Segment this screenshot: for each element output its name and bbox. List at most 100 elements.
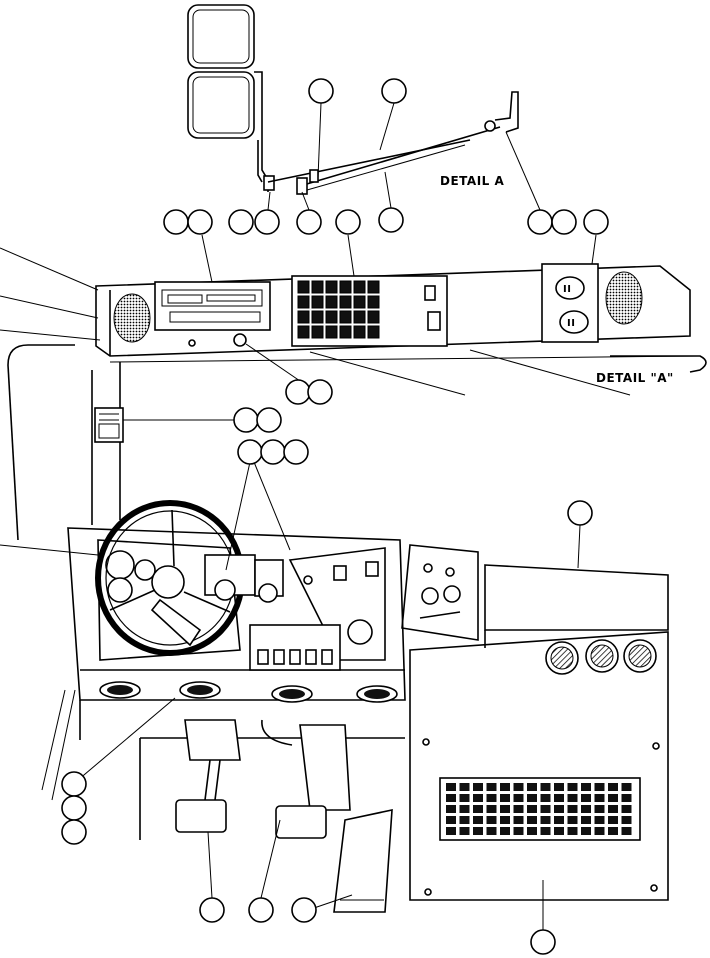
grille-slot (446, 794, 456, 802)
console-knob (233, 333, 247, 347)
overhead-switch (367, 325, 380, 339)
grille-slot (621, 794, 632, 802)
grille-slot (473, 794, 483, 802)
callout-c10 (527, 209, 553, 235)
right-speaker (605, 271, 643, 325)
overhead-switch (367, 310, 380, 324)
callout-c17 (237, 439, 263, 465)
upper-mirror (187, 4, 255, 69)
callout-c4 (254, 209, 280, 235)
callout-c23 (61, 819, 87, 845)
grille-slot (527, 827, 537, 835)
callout-c25 (248, 897, 274, 923)
grille-slot (567, 827, 578, 835)
overhead-switch (325, 310, 338, 324)
grille-slot (500, 816, 510, 824)
grille-slot (608, 783, 618, 791)
detail-a-reference: DETAIL "A" (596, 371, 674, 385)
grille-slot (459, 816, 470, 824)
callout-c19 (283, 439, 309, 465)
grille-slot (540, 783, 551, 791)
overhead-switch (353, 295, 366, 309)
grille-slot (554, 783, 564, 791)
grille-slot (527, 805, 537, 813)
grille-slot (459, 783, 470, 791)
grille-slot (594, 805, 605, 813)
grille-slot (540, 794, 551, 802)
overhead-switch (339, 280, 352, 294)
overhead-switch (297, 295, 310, 309)
callout-c15 (233, 407, 259, 433)
grille-slot (567, 805, 578, 813)
callout-c18 (260, 439, 286, 465)
grille-slot (621, 827, 632, 835)
grille-slot (473, 783, 483, 791)
overhead-switch (353, 325, 366, 339)
grille-slot (581, 794, 591, 802)
grille-slot (608, 805, 618, 813)
grille-slot (554, 816, 564, 824)
grille-slot (459, 805, 470, 813)
callout-c2 (381, 78, 407, 104)
callout-balloons (61, 78, 609, 955)
overhead-switch (311, 325, 324, 339)
grille-slot (513, 805, 524, 813)
grille-slot (554, 805, 564, 813)
instrument-dashboard (67, 500, 406, 840)
grille-slot (459, 794, 470, 802)
cab-pillar-and-door (0, 344, 124, 801)
grille-slot (527, 783, 537, 791)
callout-c11 (551, 209, 577, 235)
grille-slot (540, 805, 551, 813)
grille-slot (446, 783, 456, 791)
callout-c6 (378, 207, 404, 233)
grille-slot (581, 827, 591, 835)
grille-slot (608, 827, 618, 835)
callout-c3 (228, 209, 254, 235)
grille-slot (500, 794, 510, 802)
grille-slot (459, 827, 470, 835)
grille-slot (581, 816, 591, 824)
grille-slot (594, 794, 605, 802)
grille-slot (486, 816, 497, 824)
grille-slot (621, 816, 632, 824)
leader-lines (77, 102, 597, 930)
detail-a-title: DETAIL A (440, 174, 504, 188)
overhead-switch (325, 295, 338, 309)
grille-slot (473, 805, 483, 813)
grille-slot (473, 816, 483, 824)
grille-slot (594, 783, 605, 791)
pedal-assembly (175, 719, 393, 913)
grille-slot (621, 805, 632, 813)
overhead-switch (367, 295, 380, 309)
grille-slot (567, 783, 578, 791)
callout-c22 (61, 795, 87, 821)
callout-c14 (307, 379, 333, 405)
grille-slot (581, 783, 591, 791)
grille-slot (486, 794, 497, 802)
grille-slot (567, 816, 578, 824)
callout-c16 (256, 407, 282, 433)
detail-a-mirror-assembly: DETAIL A (187, 4, 519, 195)
grille-slot (567, 794, 578, 802)
grille-slot (527, 816, 537, 824)
grille-slot (486, 827, 497, 835)
overhead-switch (297, 325, 310, 339)
overhead-switch (339, 325, 352, 339)
grille-slot (513, 816, 524, 824)
overhead-switch (325, 325, 338, 339)
callout-c9 (335, 209, 361, 235)
overhead-switch (297, 310, 310, 324)
floor-pedal (333, 808, 393, 913)
overhead-switch (311, 295, 324, 309)
grille-slot (513, 827, 524, 835)
left-speaker (113, 293, 151, 343)
overhead-switch (311, 310, 324, 324)
grille-slot (446, 805, 456, 813)
grille-slot (446, 816, 456, 824)
accelerator-pedal (275, 805, 327, 839)
grille-slot (527, 794, 537, 802)
grille-slot (500, 783, 510, 791)
grille-slot (540, 827, 551, 835)
